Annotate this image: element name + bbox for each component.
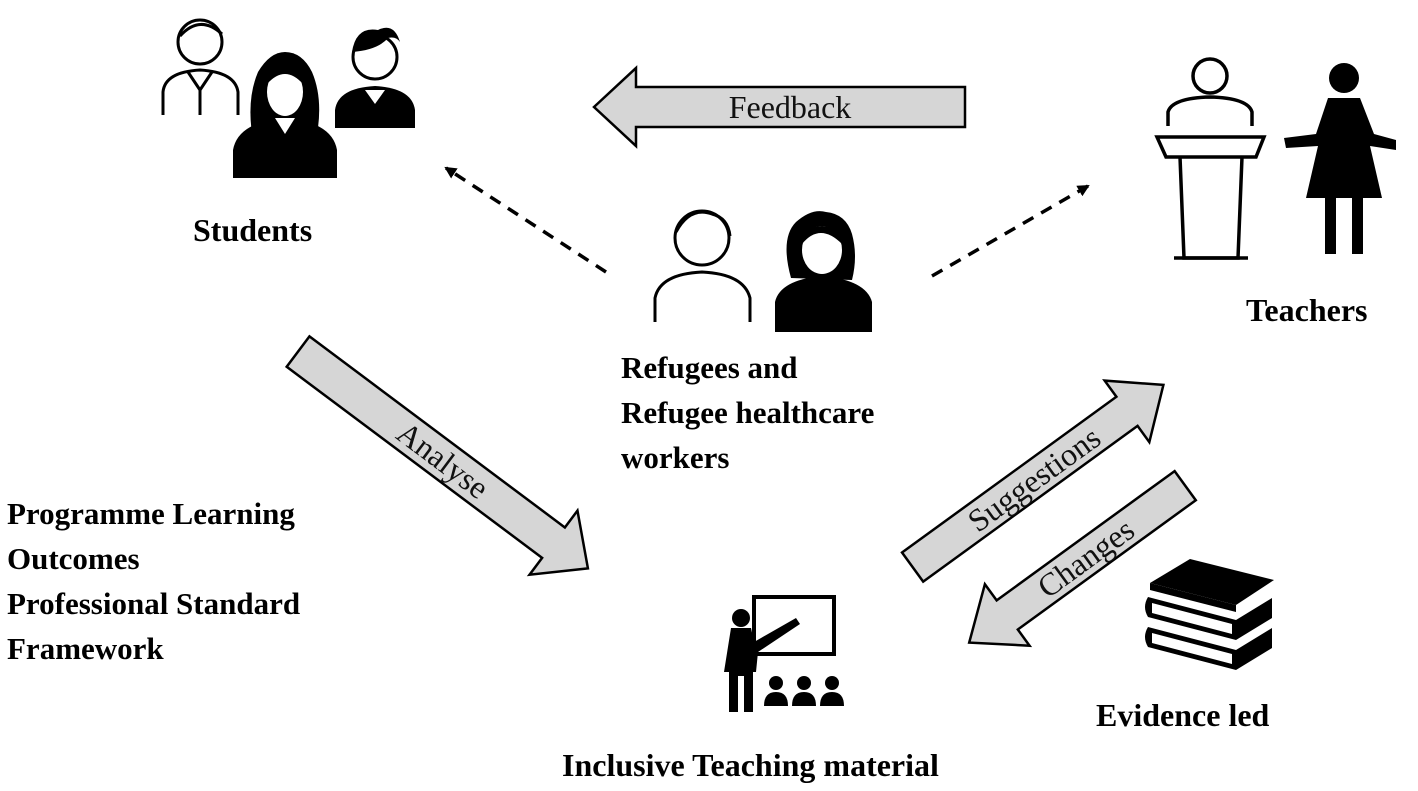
feedback-arrow: Feedback [592, 65, 967, 149]
frameworks-label-line-3: Professional Standard [7, 586, 301, 621]
refugees-label-line-3: workers [621, 440, 730, 475]
analyse-label: Analyse [390, 414, 496, 506]
refugees-label-line-2: Refugee healthcare [621, 395, 875, 430]
refugees-label-line-1: Refugees and [621, 350, 798, 385]
books-icon [1145, 559, 1274, 670]
evidence-label: Evidence led [1096, 697, 1270, 733]
dashed-arrow-to-teachers [931, 184, 1090, 278]
refugees-icon [653, 209, 872, 332]
students-label: Students [193, 212, 313, 248]
teachers-label: Teachers [1246, 292, 1368, 328]
refugees-label: Refugees and Refugee healthcare workers [621, 345, 874, 480]
feedback-label: Feedback [729, 89, 852, 125]
frameworks-label-line-4: Framework [7, 631, 164, 666]
frameworks-label: Programme Learning Outcomes Professional… [7, 491, 300, 671]
changes-label: Changes [1031, 511, 1141, 605]
material-label: Inclusive Teaching material [562, 747, 939, 783]
suggestions-arrow: Suggestions [900, 379, 1165, 584]
analyse-arrow: Analyse [284, 334, 590, 577]
frameworks-label-line-2: Outcomes [7, 541, 140, 576]
students-icon [161, 18, 415, 178]
suggestions-label: Suggestions [961, 419, 1107, 539]
classroom-icon [724, 595, 844, 712]
teachers-icon [1154, 57, 1396, 260]
frameworks-label-line-1: Programme Learning [7, 496, 295, 531]
dashed-arrow-to-students [444, 166, 607, 274]
